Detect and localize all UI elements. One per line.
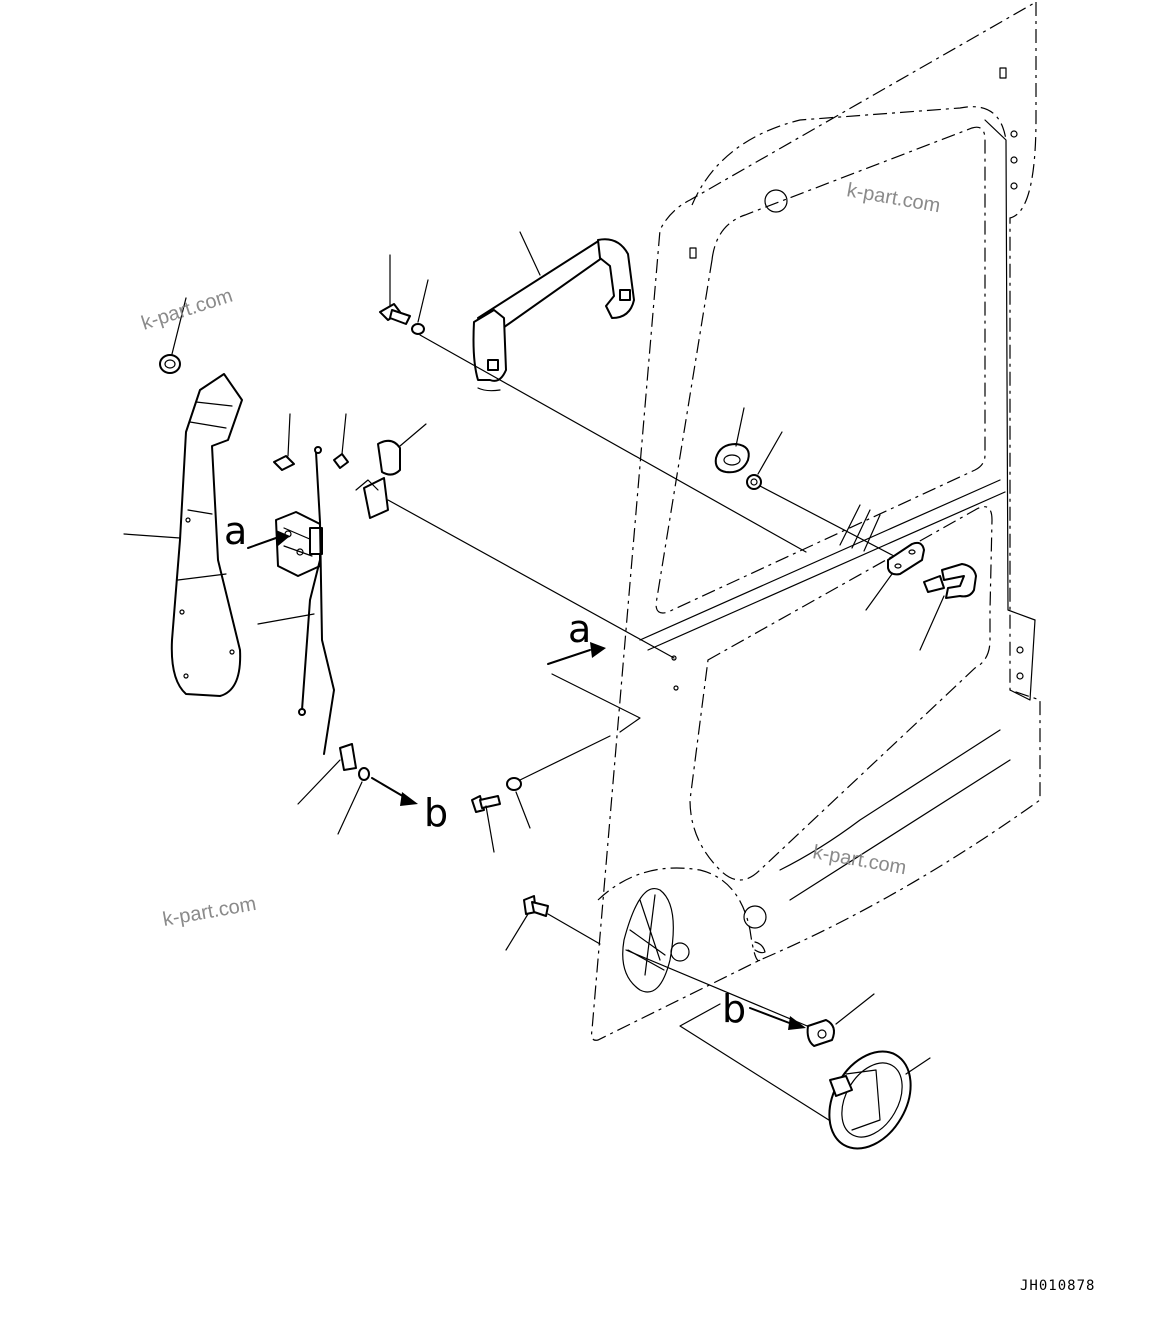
callout-b-right: b bbox=[679, 987, 833, 1123]
door-catch bbox=[806, 993, 875, 1047]
handle-bolt bbox=[379, 254, 411, 325]
leader-handle bbox=[419, 334, 807, 553]
rod-end bbox=[297, 743, 357, 805]
watermark-top-left: k-part.com bbox=[139, 285, 236, 335]
watermark-top-right: k-part.com bbox=[845, 179, 942, 217]
center-washer bbox=[506, 777, 531, 829]
trim-panel bbox=[123, 373, 243, 697]
door-striker-cup bbox=[828, 1050, 931, 1150]
trim-clip bbox=[159, 297, 187, 374]
lock-rod bbox=[257, 446, 335, 755]
leader-lock bbox=[387, 499, 675, 659]
letter-a-left: a bbox=[224, 509, 247, 553]
door-panel bbox=[591, 0, 1041, 1041]
stop-plate bbox=[714, 407, 750, 474]
callout-a-left: a bbox=[224, 509, 290, 553]
letter-b-left: b bbox=[424, 791, 448, 835]
lock-nut bbox=[333, 413, 349, 469]
letter-b-right: b bbox=[722, 987, 746, 1031]
bottom-bolt bbox=[505, 895, 549, 951]
leader-center bbox=[519, 735, 611, 781]
door-lock bbox=[275, 511, 323, 577]
striker-bolt bbox=[919, 563, 977, 651]
watermark-bottom-right: k-part.com bbox=[811, 841, 908, 879]
center-bolt bbox=[471, 795, 501, 853]
letter-a-right: a bbox=[568, 607, 591, 651]
leader-bottom bbox=[547, 913, 601, 945]
drawing-code: JH010878 bbox=[1020, 1278, 1095, 1294]
handle-washer bbox=[411, 279, 429, 335]
rod-washer bbox=[337, 767, 370, 835]
callout-a-right: a bbox=[547, 607, 641, 733]
lock-bolt bbox=[273, 413, 295, 471]
grab-handle bbox=[472, 231, 635, 392]
stop-nut bbox=[746, 431, 783, 490]
leader-stop bbox=[759, 485, 895, 557]
leader-door-catch bbox=[625, 949, 813, 1029]
watermark-bottom-left: k-part.com bbox=[161, 893, 258, 931]
lock-actuator bbox=[355, 423, 427, 519]
callout-b-left: b bbox=[371, 777, 448, 835]
striker-plate bbox=[865, 541, 925, 611]
